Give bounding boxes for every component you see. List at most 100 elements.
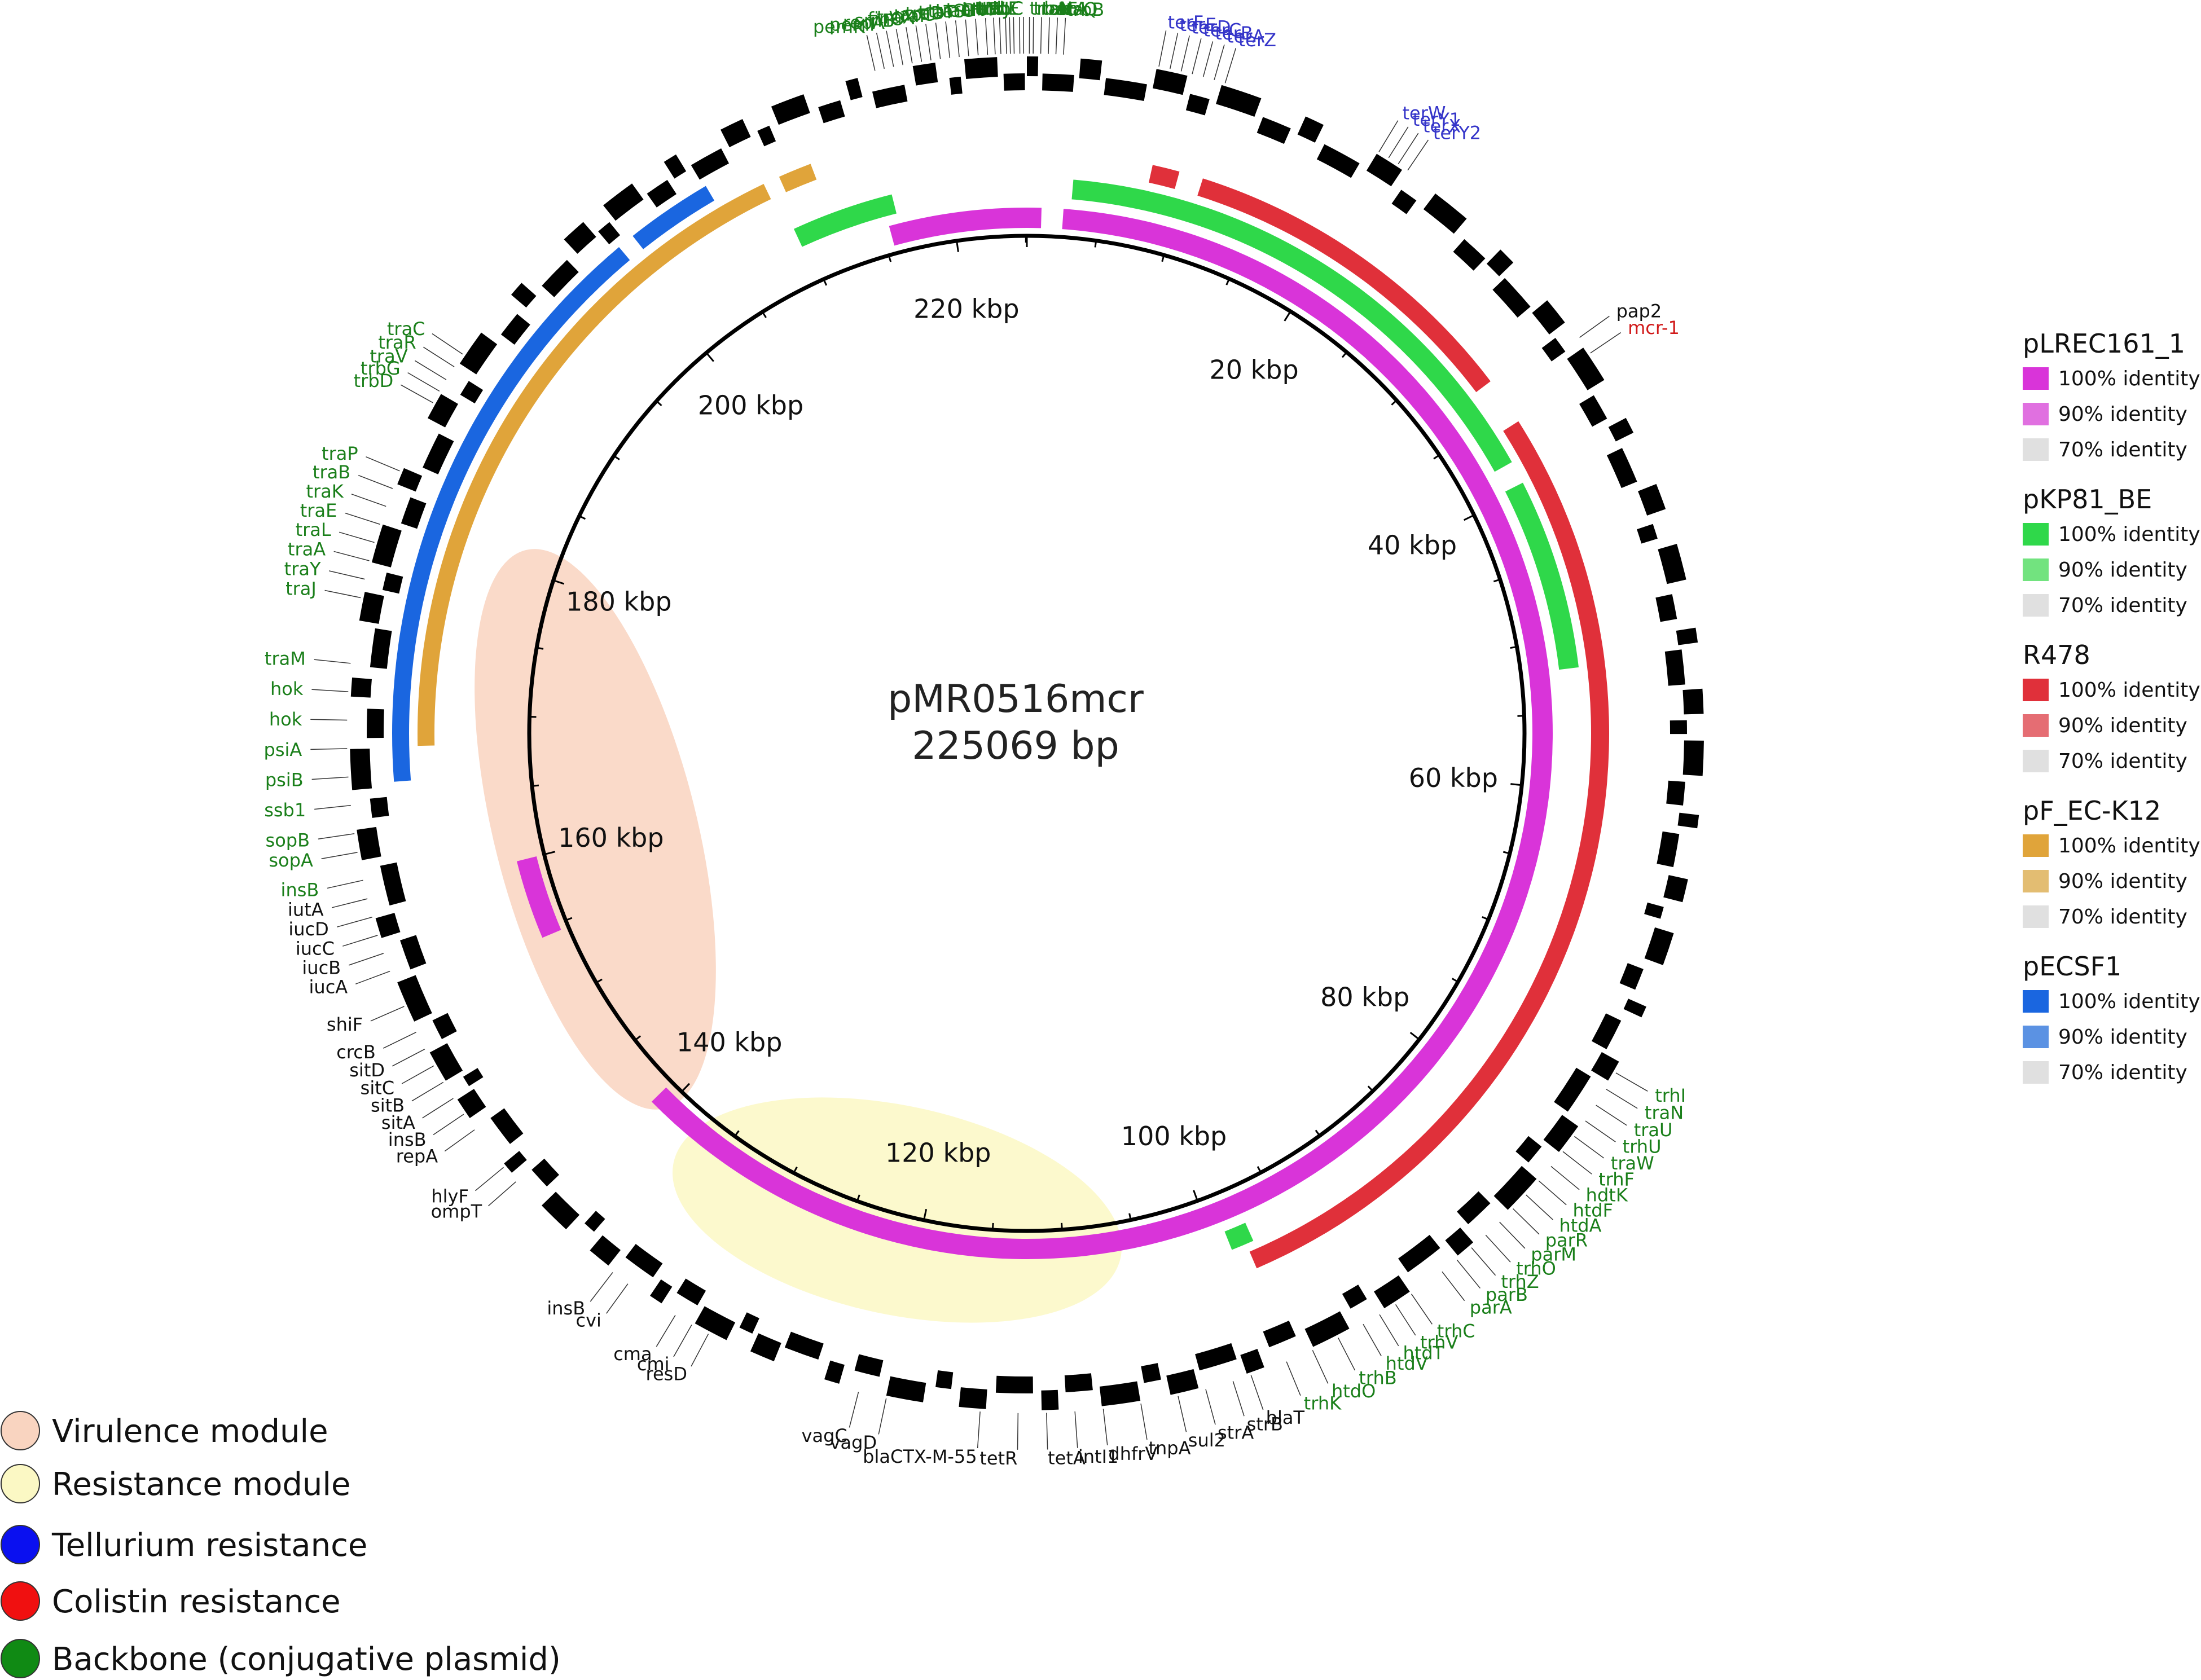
gene-label: traW (962, 0, 1005, 20)
gene-leader-line (906, 27, 913, 64)
gene-label: trhO (1516, 1257, 1556, 1279)
cds-arrow (1492, 278, 1531, 318)
gene-leader-line (1250, 1375, 1264, 1410)
cds-arrow (397, 975, 432, 1022)
cds-arrow (1042, 73, 1074, 92)
gene-leader-line (414, 360, 447, 380)
gene-leader-line (673, 1325, 692, 1357)
gene-leader-line (1363, 1323, 1382, 1357)
gene-label: sopA (269, 850, 313, 871)
cds-arrow (695, 1306, 736, 1340)
cds-arrow (504, 1151, 527, 1173)
cds-arrow (1374, 1275, 1410, 1309)
cds-arrow (1541, 337, 1566, 362)
legend-item-label: 90% identity (2058, 403, 2187, 426)
tick-mark (613, 455, 620, 460)
plasmid-size: 225069 bp (912, 724, 1119, 768)
gene-label: traX (877, 6, 915, 28)
gene-label: crcB (336, 1041, 376, 1063)
cds-arrow (1141, 1363, 1161, 1383)
cds-arrow (1543, 1115, 1579, 1153)
cds-arrow (1554, 1067, 1591, 1112)
gene-label: srnB (854, 10, 895, 32)
cds-arrow (1342, 1285, 1367, 1309)
gene-leader-line (1005, 17, 1007, 54)
cds-arrow (784, 1331, 824, 1360)
identity-ring-0-segment-0 (889, 208, 1042, 246)
gene-leader-line (433, 1114, 464, 1136)
identity-ring-4-segment-0 (392, 247, 630, 782)
gene-leader-line (1499, 1221, 1526, 1249)
gene-label: terX (1423, 116, 1461, 137)
gene-leader-line (878, 1398, 887, 1435)
legend-swatch (2023, 1026, 2049, 1048)
cds-arrow (650, 1279, 673, 1304)
gene-label: parB (1486, 1284, 1528, 1305)
identity-ring-1-segment-2 (1505, 482, 1579, 670)
tick-mark (762, 311, 767, 318)
cds-arrow (423, 433, 454, 474)
gene-label: sitA (381, 1112, 415, 1133)
gene-label: parA (1470, 1296, 1512, 1318)
tick-label: 140 kbp (676, 1027, 782, 1057)
gene-label: tetA (1048, 1447, 1086, 1468)
resistance-module-highlight (672, 1097, 1122, 1323)
gene-leader-line (1040, 17, 1042, 54)
gene-label: trhU (1623, 1136, 1662, 1158)
tick-mark (956, 240, 959, 252)
gene-label: blaT (1266, 1407, 1305, 1428)
gene-label: dhfrV (1108, 1443, 1157, 1464)
cds-arrow (854, 1354, 884, 1377)
cds-arrow (1606, 448, 1637, 489)
cds-arrow (1682, 688, 1704, 715)
cds-arrow (1608, 417, 1634, 442)
gene-label: iucB (302, 957, 341, 979)
cds-arrow (1676, 627, 1698, 645)
gene-leader-line (1388, 126, 1409, 159)
legend-item-label: 100% identity (2058, 834, 2200, 857)
gene-label: intI1 (1078, 1446, 1119, 1467)
gene-leader-line (327, 879, 363, 889)
cds-arrow (428, 394, 458, 428)
tick-mark (1493, 578, 1501, 583)
tick-label: 160 kbp (558, 823, 664, 853)
module-legend-label: Colistin resistance (52, 1584, 341, 1620)
gene-leader-line (975, 19, 979, 56)
tick-label: 20 kbp (1210, 354, 1299, 385)
gene-leader-line (1178, 1396, 1187, 1432)
cds-arrow (1041, 1389, 1059, 1410)
cds-arrow (721, 119, 751, 148)
gene-label: repA (843, 12, 885, 33)
cds-arrow (1064, 1373, 1093, 1392)
gene-label: hlyF (431, 1185, 469, 1207)
gene-label: traH (946, 0, 985, 20)
gene-leader-line (358, 474, 393, 489)
gene-label: terZ (1238, 29, 1276, 51)
cds-arrow (400, 935, 427, 970)
cds-arrow (1003, 73, 1025, 91)
gene-leader-line (1395, 1304, 1416, 1336)
gene-label: traG (935, 0, 975, 21)
cds-arrow (1216, 85, 1262, 117)
module-legend-swatch (1, 1525, 40, 1564)
tick-mark (1433, 454, 1440, 460)
gene-leader-line (392, 1048, 425, 1067)
cds-arrow (359, 592, 384, 624)
cds-arrow (1297, 116, 1324, 143)
cds-arrow (1658, 543, 1686, 584)
virulence-module-highlight (475, 549, 716, 1110)
identity-ring-0-segment-1 (651, 209, 1553, 1259)
legend-swatch (2023, 403, 2049, 425)
gene-leader-line (1286, 1361, 1301, 1396)
gene-label: iutA (288, 899, 324, 921)
legend-item-label: 100% identity (2058, 367, 2200, 390)
cds-arrow (1445, 1227, 1474, 1256)
cds-arrow (603, 183, 644, 221)
cds-arrow (1263, 1321, 1296, 1348)
gene-leader-line (1485, 1234, 1511, 1263)
cds-arrow (691, 148, 730, 180)
cds-arrow (1532, 300, 1565, 335)
plasmid-name: pMR0516mcr (888, 677, 1144, 722)
gene-leader-line (444, 1129, 475, 1152)
